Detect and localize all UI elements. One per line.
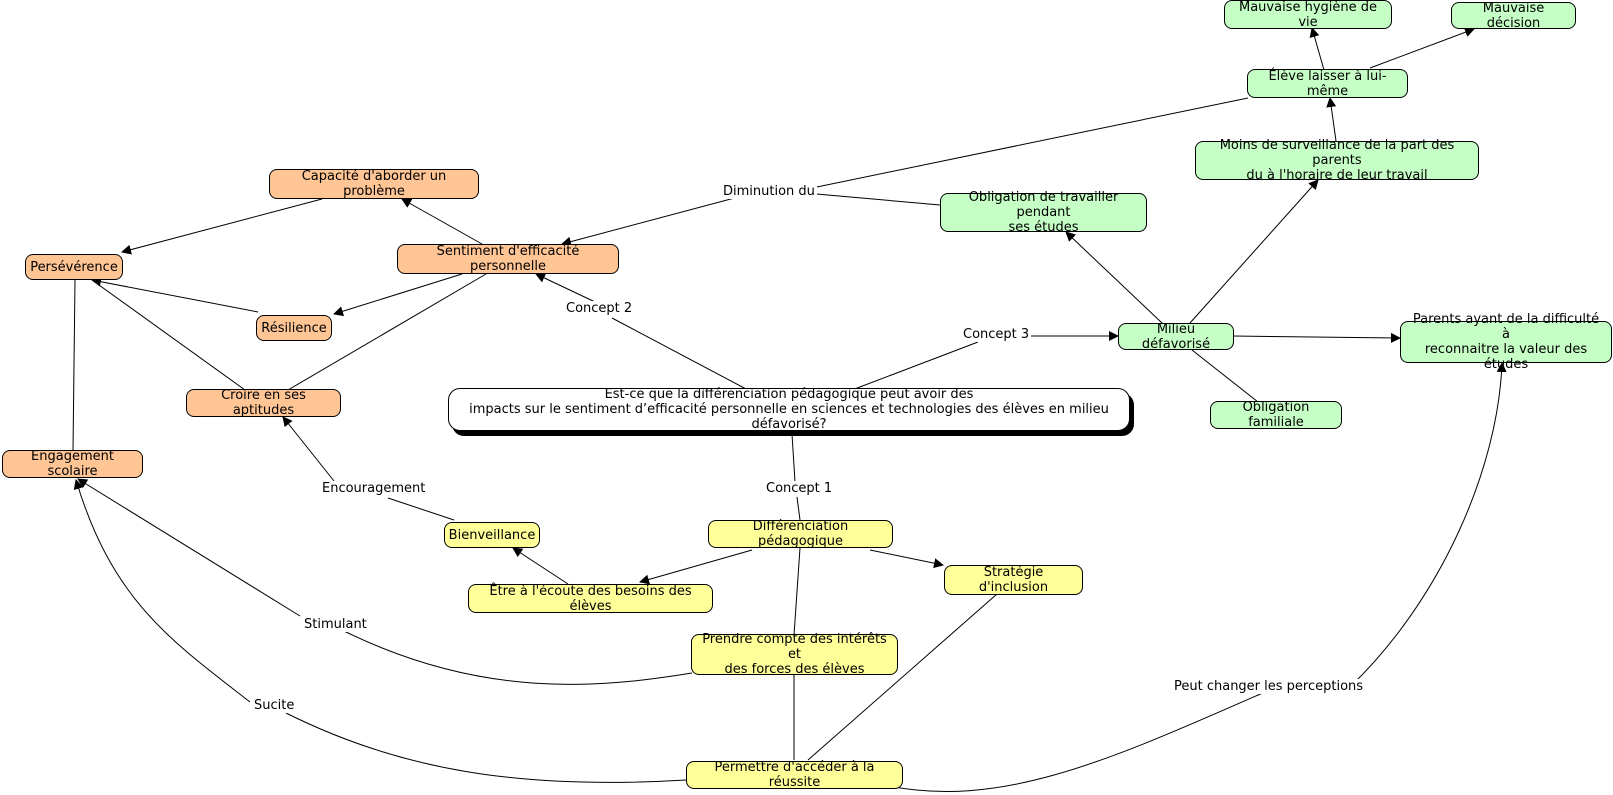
link-concept1-diff [796,496,801,521]
node-sentiment-efficacite[interactable]: Sentiment d'efficacité personnelle [397,244,619,274]
node-moins-surveillance[interactable]: Moins de surveillance de la part des par… [1195,138,1479,183]
link-main-concept3 [851,341,979,391]
node-resilience[interactable]: Résilience [256,315,332,341]
node-obligation-travailler[interactable]: Obligation de travailler pendant ses étu… [940,190,1147,235]
link-capacite-perseverance [121,198,323,255]
link-milieu-parents [1232,332,1401,343]
node-milieu-defavorise[interactable]: Milieu défavorisé [1118,322,1234,352]
label-sucite: Sucite [252,698,297,713]
link-main-concept2 [611,317,749,391]
link-croire-perseverance [91,279,246,391]
link-milieu-obligation-familiale [1191,349,1259,403]
link-encouragement-croire [282,416,335,482]
node-interets-forces[interactable]: Prendre compte des intérêts et des force… [691,632,898,677]
link-milieu-surveillance [1189,179,1319,324]
link-eleve-decision [1369,27,1475,69]
node-capacite-probleme[interactable]: Capacité d'aborder un problème [269,169,479,199]
link-strategie-reussite [807,593,998,761]
link-ecoute-bienveillance [512,547,569,585]
label-stimulant: Stimulant [302,617,369,632]
link-peut-changer-parents [1350,362,1507,687]
link-eleve-diminution [811,97,1249,189]
link-stimulant-engagement [77,478,301,617]
node-bienveillance[interactable]: Bienveillance [444,522,540,548]
node-eleve-laisser[interactable]: Élève laisser à lui-même [1247,69,1408,99]
central-question[interactable]: Est-ce que la différenciation pédagogiqu… [448,387,1130,432]
node-reussite[interactable]: Permettre d'accéder à la réussite [686,760,903,790]
label-concept-1: Concept 1 [764,481,835,496]
node-engagement-scolaire[interactable]: Engagement scolaire [2,449,143,479]
node-mauvaise-hygiene[interactable]: Mauvaise hygiène de vie [1224,0,1392,30]
node-obligation-familiale[interactable]: Obligation familiale [1210,400,1342,430]
label-diminution-du: Diminution du [721,184,817,199]
link-milieu-obligation-travail [1065,231,1163,324]
link-reussite-peut-changer [883,691,1266,793]
link-diminution-sentiment [561,195,743,247]
node-parents-difficulte[interactable]: Parents ayant de la difficulté à reconna… [1400,312,1612,372]
link-engagement-perseverance [72,279,76,451]
label-concept-2: Concept 2 [564,301,635,316]
link-obligation-diminution [804,192,941,206]
link-sentiment-croire [287,273,487,391]
link-interets-stimulant [337,627,693,685]
link-resilience-perseverance [91,276,259,313]
link-sentiment-resilience [333,273,463,317]
node-perseverence[interactable]: Persévérence [25,254,123,280]
node-croire-aptitudes[interactable]: Croire en ses aptitudes [186,388,341,418]
link-bienveillance-encouragement [387,497,455,521]
link-diff-strategie [869,549,944,569]
link-diff-reussite [793,547,801,636]
link-reussite-sucite [285,712,687,783]
label-encouragement: Encouragement [320,481,428,496]
label-peut-changer-perceptions: Peut changer les perceptions [1172,679,1366,694]
link-eleve-hygiene [1309,27,1325,71]
node-ecoute-besoins[interactable]: Être à l'écoute des besoins des élèves [468,584,713,614]
link-surveillance-eleve [1326,97,1337,142]
node-mauvaise-decision[interactable]: Mauvaise décision [1451,1,1576,31]
link-diff-ecoute [639,549,753,585]
node-differenciation[interactable]: Différenciation pédagogique [708,519,893,549]
link-sentiment-capacite [401,198,483,245]
link-main-concept1 [791,433,796,483]
link-sucite-engagement [73,479,251,703]
node-strategie-inclusion[interactable]: Stratégie d'inclusion [944,565,1083,595]
label-concept-3: Concept 3 [961,327,1032,342]
